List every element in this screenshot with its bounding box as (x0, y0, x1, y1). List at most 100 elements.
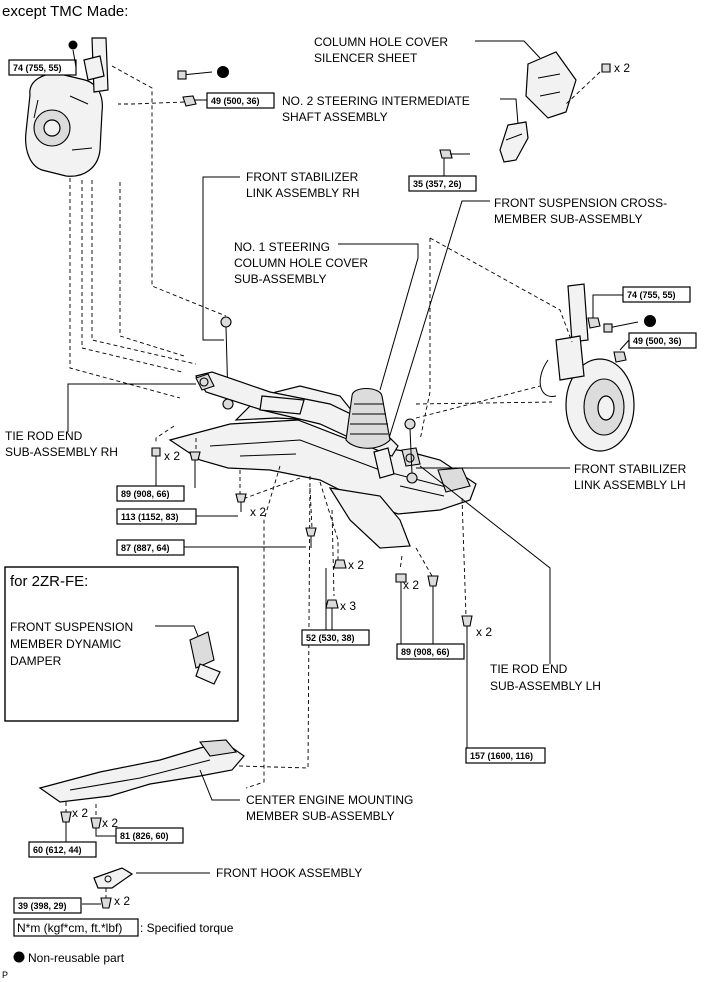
nonreusable-dot-icon (13, 951, 25, 963)
qty-81: x 2 (102, 816, 118, 830)
svg-text:TIE ROD END: TIE ROD END (490, 662, 568, 676)
svg-text:87 (887, 64): 87 (887, 64) (121, 543, 170, 553)
svg-text:SUB-ASSEMBLY RH: SUB-ASSEMBLY RH (5, 445, 118, 459)
label-front-stabilizer-link-lh: FRONT STABILIZER LINK ASSEMBLY LH (574, 462, 687, 492)
svg-text:74 (755, 55): 74 (755, 55) (13, 63, 62, 73)
svg-text:FRONT STABILIZER: FRONT STABILIZER (246, 170, 359, 184)
steering-knuckle-rh (25, 37, 109, 177)
torque-box-49-lh: 49 (500, 36) (628, 332, 697, 349)
torque-box-157: 157 (1600, 116) (465, 747, 546, 764)
qty-89-lh: x 2 (403, 578, 419, 592)
torque-box-74-lh: 74 (755, 55) (622, 286, 691, 303)
steering-rack (195, 371, 399, 479)
torque-box-39: 39 (398, 29) (13, 897, 82, 914)
footer-mark: P (2, 970, 8, 980)
svg-text:FRONT SUSPENSION CROSS-: FRONT SUSPENSION CROSS- (494, 196, 667, 210)
label-steering-intermediate-shaft: NO. 2 STEERING INTERMEDIATE SHAFT ASSEMB… (282, 94, 470, 124)
bolt-157 (461, 615, 473, 750)
bolts-89-lh (395, 573, 439, 600)
qty-113: x 2 (250, 505, 266, 519)
inset-title: for 2ZR-FE: (10, 573, 88, 590)
bolt-rh-89 (151, 447, 201, 470)
bolt-39 (100, 897, 112, 909)
nonreusable-nut-icon (217, 66, 229, 78)
svg-text:113 (1152, 83): 113 (1152, 83) (121, 512, 179, 522)
svg-text:TIE ROD END: TIE ROD END (5, 429, 83, 443)
bolts-52 (325, 559, 347, 609)
svg-text:FRONT STABILIZER: FRONT STABILIZER (574, 462, 687, 476)
bolt-60 (60, 811, 72, 823)
svg-text:MEMBER SUB-ASSEMBLY: MEMBER SUB-ASSEMBLY (246, 809, 394, 823)
svg-text:35 (357, 26): 35 (357, 26) (413, 179, 462, 189)
label-steering-column-hole-cover: NO. 1 STEERING COLUMN HOLE COVER SUB-ASS… (234, 240, 368, 286)
inset-2zr-fe: for 2ZR-FE: FRONT SUSPENSION MEMBER DYNA… (4, 566, 239, 722)
torque-box-52: 52 (530, 38) (301, 629, 370, 646)
nut-lh-lower (613, 351, 627, 363)
steering-knuckle-lh (539, 283, 635, 452)
bolt-81 (90, 817, 102, 829)
label-front-stabilizer-link-rh: FRONT STABILIZER LINK ASSEMBLY RH (246, 170, 360, 200)
qty-39: x 2 (114, 894, 130, 908)
nut-rh-lower (182, 95, 197, 107)
svg-text:COLUMN HOLE COVER: COLUMN HOLE COVER (314, 35, 448, 49)
legend-torque-unit: N*m (kgf*cm, ft.*lbf) : Specified torque (13, 918, 234, 937)
qty-157: x 2 (476, 625, 492, 639)
silencer-sheet (525, 51, 577, 119)
svg-text:COLUMN HOLE COVER: COLUMN HOLE COVER (234, 256, 368, 270)
svg-text:74 (755, 55): 74 (755, 55) (627, 290, 676, 300)
stabilizer-link-rh (220, 316, 234, 410)
svg-text:SILENCER SHEET: SILENCER SHEET (314, 51, 418, 65)
label-tie-rod-end-lh: TIE ROD END SUB-ASSEMBLY LH (490, 662, 601, 693)
center-engine-mounting-member (38, 739, 245, 803)
svg-text:MEMBER SUB-ASSEMBLY: MEMBER SUB-ASSEMBLY (494, 212, 642, 226)
nut-lh-upper (587, 317, 601, 329)
label-front-suspension-crossmember: FRONT SUSPENSION CROSS- MEMBER SUB-ASSEM… (494, 196, 667, 226)
svg-text:NO. 2 STEERING INTERMEDIATE: NO. 2 STEERING INTERMEDIATE (282, 94, 470, 108)
label-center-engine-mounting: CENTER ENGINE MOUNTING MEMBER SUB-ASSEMB… (246, 793, 413, 823)
svg-text:DAMPER: DAMPER (10, 654, 62, 668)
svg-text:49 (500, 36): 49 (500, 36) (211, 96, 260, 106)
svg-text:SHAFT ASSEMBLY: SHAFT ASSEMBLY (282, 110, 388, 124)
svg-text:60 (612, 44): 60 (612, 44) (33, 845, 82, 855)
torque-box-81: 81 (826, 60) (115, 827, 184, 844)
torque-box-87: 87 (887, 64) (116, 539, 185, 556)
bolt-rh-upper (177, 66, 229, 80)
nonreusable-nut-icon (644, 315, 656, 327)
svg-text:49 (500, 36): 49 (500, 36) (633, 336, 682, 346)
qty-silencer-clip: x 2 (614, 61, 630, 75)
svg-text:Non-reusable part: Non-reusable part (28, 951, 125, 965)
svg-text:FRONT SUSPENSION: FRONT SUSPENSION (10, 620, 133, 634)
svg-text:LINK ASSEMBLY LH: LINK ASSEMBLY LH (574, 478, 686, 492)
torque-box-89-lh: 89 (908, 66) (396, 643, 465, 660)
svg-text:NO. 1 STEERING: NO. 1 STEERING (234, 240, 330, 254)
stabilizer-link-lh (404, 418, 418, 484)
legend-nonreusable: Non-reusable part (13, 951, 125, 965)
svg-text:: Specified torque: : Specified torque (140, 921, 234, 935)
torque-box-60: 60 (612, 44) (28, 841, 97, 858)
label-column-hole-cover-silencer: COLUMN HOLE COVER SILENCER SHEET (314, 35, 448, 65)
torque-box-89-rh: 89 (908, 66) (116, 485, 185, 502)
svg-text:39 (398, 29): 39 (398, 29) (18, 901, 67, 911)
label-front-hook: FRONT HOOK ASSEMBLY (216, 866, 362, 880)
svg-text:89 (908, 66): 89 (908, 66) (401, 647, 450, 657)
svg-text:N*m (kgf*cm, ft.*lbf): N*m (kgf*cm, ft.*lbf) (17, 921, 122, 935)
front-hook (93, 867, 134, 889)
torque-box-35: 35 (357, 26) (408, 175, 477, 192)
intermediate-shaft (499, 121, 529, 163)
nonreusable-nut-icon (68, 40, 78, 50)
qty-52-b: x 3 (340, 599, 356, 613)
svg-text:89 (908, 66): 89 (908, 66) (121, 489, 170, 499)
svg-text:SUB-ASSEMBLY: SUB-ASSEMBLY (234, 272, 326, 286)
header-title: except TMC Made: (2, 3, 128, 20)
svg-text:LINK ASSEMBLY RH: LINK ASSEMBLY RH (246, 186, 360, 200)
bolt-35 (439, 149, 470, 159)
svg-text:SUB-ASSEMBLY LH: SUB-ASSEMBLY LH (490, 679, 601, 693)
torque-box-49-rh: 49 (500, 36) (206, 92, 275, 109)
bolt-113 (235, 493, 247, 512)
qty-60: x 2 (72, 806, 88, 820)
tie-rod-end-rh (195, 373, 215, 391)
torque-box-113: 113 (1152, 83) (116, 508, 197, 525)
svg-text:157 (1600, 116): 157 (1600, 116) (470, 751, 533, 761)
svg-text:MEMBER DYNAMIC: MEMBER DYNAMIC (10, 637, 122, 651)
